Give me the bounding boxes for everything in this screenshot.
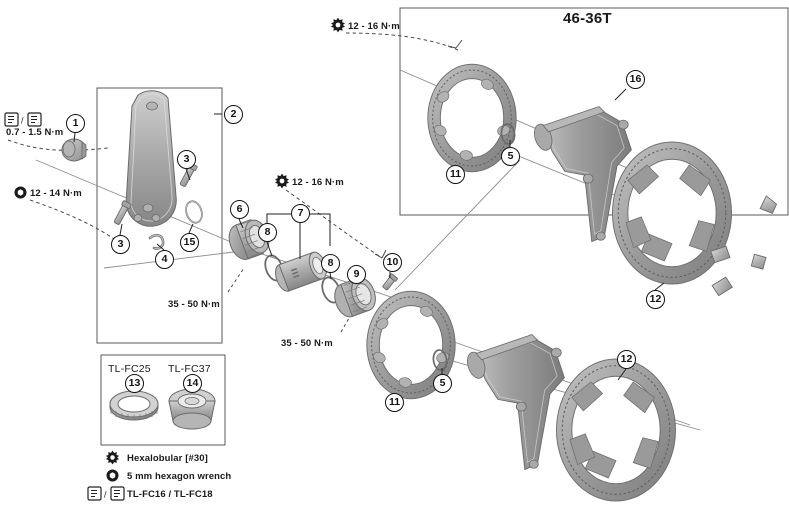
callout-12b: 12 <box>617 350 636 369</box>
callout-4: 4 <box>155 250 174 269</box>
callout-3b: 3 <box>111 235 130 254</box>
callout-5b: 5 <box>433 374 452 393</box>
torque-label-0-7-1-5: 0.7 - 1.5 N·m <box>6 127 64 138</box>
torque-label-12-16-top: 12 - 16 N·m <box>348 21 400 32</box>
svg-text:/: / <box>21 116 24 126</box>
legend-label-hexagon-wrench: 5 mm hexagon wrench <box>127 471 232 482</box>
tool-name-tl-fc37: TL-FC37 <box>168 363 211 375</box>
torque-label-12-16-mid: 12 - 16 N·m <box>292 177 344 188</box>
callout-9: 9 <box>347 265 366 284</box>
callout-12a: 12 <box>646 290 665 309</box>
torque-label-12-14: 12 - 14 N·m <box>30 188 82 199</box>
callout-8b: 8 <box>321 254 340 273</box>
tool-name-tl-fc25: TL-FC25 <box>108 363 151 375</box>
callout-13: 13 <box>125 374 144 393</box>
callout-11b: 11 <box>385 393 404 412</box>
callout-1: 1 <box>66 114 85 133</box>
callout-15: 15 <box>180 233 199 252</box>
callout-5a: 5 <box>501 147 520 166</box>
tl-fc16-fc18-icon: / <box>4 112 42 127</box>
legend-tl-fc16-fc18-icon: / <box>87 486 125 501</box>
torque-label-35-50-a: 35 - 50 N·m <box>168 299 220 310</box>
legend-label-tl-fc16-fc18: TL-FC16 / TL-FC18 <box>127 489 213 500</box>
hexalobular-icon <box>275 173 289 189</box>
callout-14: 14 <box>183 374 202 393</box>
callout-10: 10 <box>383 253 402 272</box>
torque-label-35-50-b: 35 - 50 N·m <box>281 338 333 349</box>
callout-11a: 11 <box>446 165 465 184</box>
hexagon-wrench-icon <box>14 186 27 199</box>
callout-16: 16 <box>626 70 645 89</box>
chainring-size-label: 46-36T <box>563 10 612 27</box>
legend-hexalobular-icon <box>105 450 120 465</box>
svg-text:/: / <box>104 490 107 500</box>
callout-6: 6 <box>230 200 249 219</box>
legend-label-hexalobular: Hexalobular [#30] <box>127 453 208 464</box>
callout-2: 2 <box>224 105 243 124</box>
callout-7: 7 <box>291 204 310 223</box>
callout-8a: 8 <box>258 223 277 242</box>
callout-3a: 3 <box>177 150 196 169</box>
legend-hexagon-wrench-icon <box>106 469 119 482</box>
hexalobular-icon-top <box>331 17 345 33</box>
